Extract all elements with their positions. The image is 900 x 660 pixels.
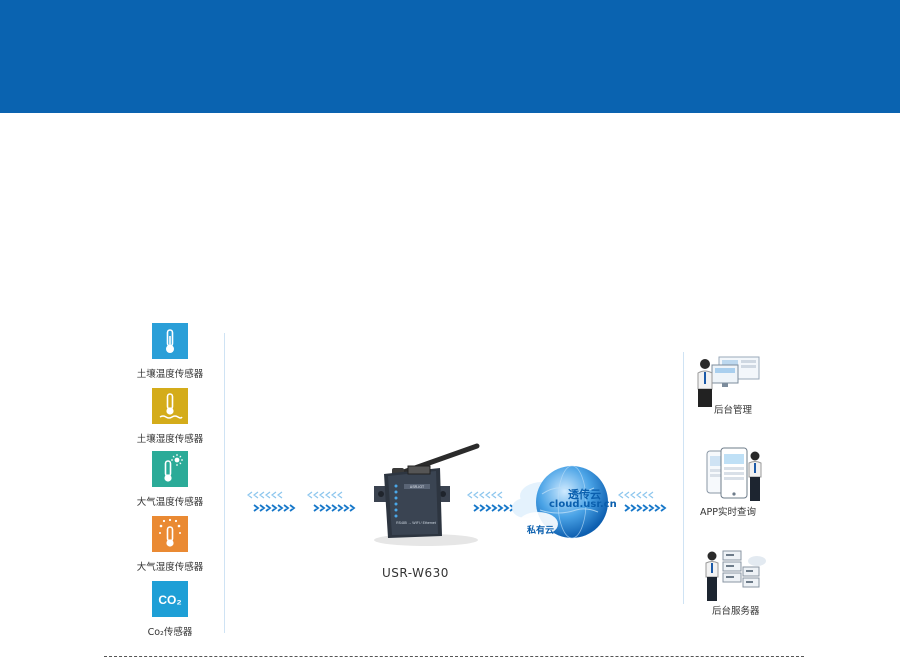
cloud-title: 透传云 [568, 488, 601, 501]
usr-w630-device: USR-IOT RS485 → WIFI / Ethernet [374, 443, 480, 546]
right-divider [683, 352, 684, 604]
sensor-label: 大气温度传感器 [136, 497, 204, 508]
thermometer-icon [152, 323, 188, 359]
flow-arrows-device-cloud [467, 491, 516, 512]
sensor-air-humidity: 大气湿度传感器 [120, 516, 220, 573]
server-icon [705, 550, 766, 601]
sensor-soil-temperature: 土壤温度传感器 [120, 323, 220, 380]
thermometer-sun-icon [152, 451, 188, 487]
thermometer-drops-icon [152, 516, 188, 552]
sensor-label: 大气湿度传感器 [136, 562, 204, 573]
svg-text:RS485 → WIFI / Ethernet: RS485 → WIFI / Ethernet [396, 521, 436, 525]
left-divider [224, 333, 225, 633]
cloud-globe [512, 465, 608, 539]
sensor-label: 土壤湿度传感器 [136, 434, 204, 445]
endpoint-label: 后台管理 [714, 405, 753, 416]
sensor-co2: CO₂ Co₂传感器 [120, 581, 220, 638]
admin-person-icon [697, 356, 760, 407]
flow-arrows-sensor-device [247, 491, 356, 512]
sensor-label: 土壤温度传感器 [136, 369, 204, 380]
svg-text:USR-IOT: USR-IOT [410, 485, 425, 489]
mobile-app-icon [706, 447, 762, 501]
device-label: USR-W630 [382, 566, 449, 580]
private-cloud-label: 私有云 [527, 526, 555, 536]
bottom-dashed-divider [104, 656, 804, 657]
co2-icon: CO₂ [152, 581, 188, 617]
sensor-air-temperature: 大气温度传感器 [120, 451, 220, 508]
flow-arrows-cloud-endpoints [618, 491, 667, 512]
svg-text:CO₂: CO₂ [158, 593, 181, 607]
sensor-soil-humidity: 土壤湿度传感器 [120, 388, 220, 445]
endpoint-label: 后台服务器 [712, 606, 760, 617]
endpoint-label: APP实时查询 [700, 507, 756, 518]
thermometer-water-icon [152, 388, 188, 424]
cloud-url: cloud.usr.cn [549, 499, 617, 510]
header-banner [0, 0, 900, 113]
sensor-label: Co₂传感器 [147, 627, 193, 638]
